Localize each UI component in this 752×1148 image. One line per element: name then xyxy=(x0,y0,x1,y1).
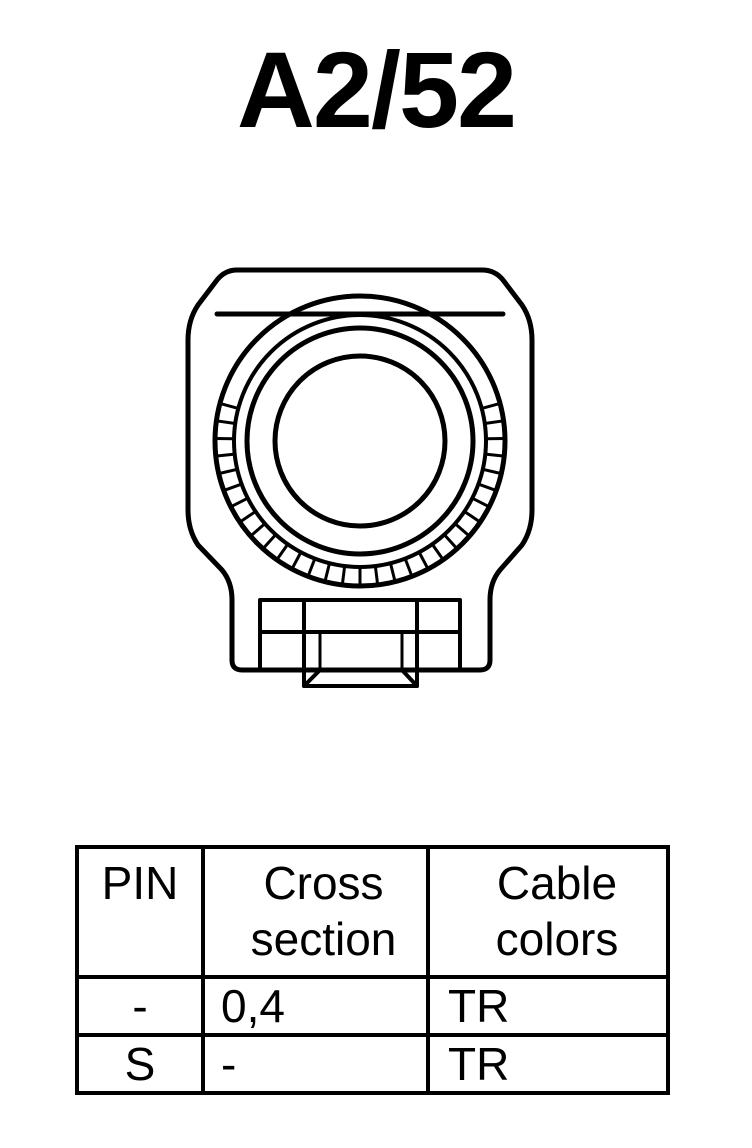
cell-pin: S xyxy=(75,1033,205,1095)
header-pin: PIN xyxy=(75,845,205,979)
knurl-tick xyxy=(477,482,497,493)
knurl-tick xyxy=(215,452,235,458)
knurl-tick xyxy=(454,522,471,538)
header-cable-colors: Cable colors xyxy=(426,845,670,979)
knurl-tick xyxy=(471,496,490,509)
knurl-tick xyxy=(481,402,501,410)
knurl-tick xyxy=(306,558,317,577)
table-row: S - TR xyxy=(75,1033,670,1095)
round-sensor-connector-icon xyxy=(185,267,535,688)
cell-cross-section: 0,4 xyxy=(201,975,430,1037)
knurl-tick xyxy=(340,565,347,586)
knurl-tick xyxy=(216,419,236,425)
cell-cross-section: - xyxy=(201,1033,430,1095)
knurl-tick xyxy=(261,533,277,550)
knurl-tick xyxy=(485,452,505,458)
table-header-row: PIN Cross section Cable colors xyxy=(75,845,670,979)
knurl-tick xyxy=(431,543,445,561)
table-row: - 0,4 TR xyxy=(75,975,670,1037)
knurl-tick xyxy=(403,558,414,577)
cell-pin: - xyxy=(75,975,205,1037)
knurl-tick xyxy=(290,551,303,570)
knurl-tick xyxy=(219,402,239,410)
knurl-tick xyxy=(249,522,266,538)
knurl-tick xyxy=(238,510,257,524)
knurl-tick xyxy=(223,482,243,493)
knurl-tick xyxy=(443,533,459,550)
knurl-tick xyxy=(275,543,289,561)
cell-cable-color: TR xyxy=(426,975,670,1037)
knurl-tick xyxy=(484,419,504,425)
knurl-tick xyxy=(373,565,380,586)
cell-cable-color: TR xyxy=(426,1033,670,1095)
knurl-tick xyxy=(389,562,397,583)
knurl-tick xyxy=(218,467,238,476)
knurl-tick xyxy=(417,551,430,570)
knurl-tick xyxy=(323,562,331,583)
pin-table: PIN Cross section Cable colors - 0,4 TR … xyxy=(75,845,670,1095)
knurl-tick xyxy=(482,467,502,476)
knurl-tick xyxy=(463,510,482,524)
connector-title: A2/52 xyxy=(236,29,517,150)
header-cross-section: Cross section xyxy=(201,845,430,979)
knurl-tick xyxy=(230,496,249,509)
